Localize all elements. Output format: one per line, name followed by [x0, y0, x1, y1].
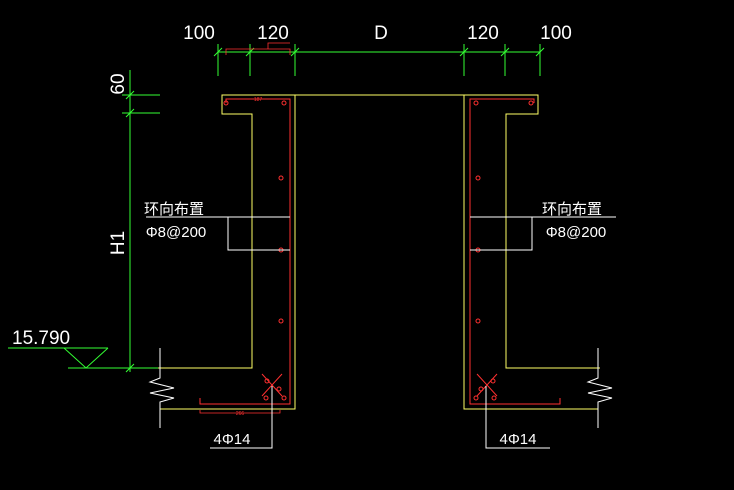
right-ring-title: 环向布置 — [542, 201, 602, 218]
left-bottom-bars: 4Φ14 — [214, 431, 251, 448]
concrete-outline — [158, 94, 600, 410]
dim-top-span: D — [374, 23, 388, 44]
left-dimension-line — [122, 70, 160, 373]
rebar-top-length: 187 — [254, 97, 263, 103]
dim-top-right-cover: 100 — [540, 23, 572, 44]
top-dimension-line — [213, 44, 545, 76]
right-ring-spec: Φ8@200 — [546, 224, 607, 241]
rebar-bottom-length-line — [199, 410, 281, 414]
left-ring-spec: Φ8@200 — [146, 224, 207, 241]
left-ring-title: 环向布置 — [144, 201, 204, 218]
elevation-symbol — [8, 347, 132, 369]
break-lines — [148, 348, 613, 428]
right-bottom-bars: 4Φ14 — [500, 431, 537, 448]
dim-top-left-cover: 100 — [183, 23, 215, 44]
leader-lines — [146, 216, 616, 449]
elevation-level: 15.790 — [12, 328, 70, 349]
dim-top-left-wall: 120 — [257, 23, 289, 44]
dim-left-top: 60 — [108, 73, 129, 94]
top-small-rebar-dim — [225, 42, 291, 55]
dim-top-right-wall: 120 — [467, 23, 499, 44]
rebar-bottom-length: 266 — [236, 411, 245, 417]
rebar-lines — [199, 98, 561, 405]
dim-left-height: H1 — [108, 231, 129, 255]
